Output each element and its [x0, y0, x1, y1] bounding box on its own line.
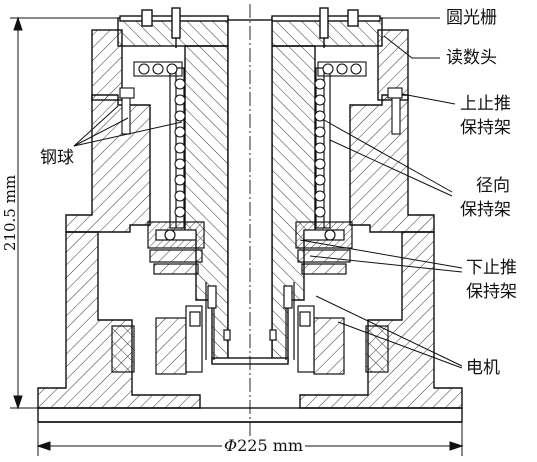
label-upper-thrust-cage-line1: 上止推: [460, 94, 511, 114]
label-read-head: 读数头: [446, 48, 497, 68]
width-dimension-text: Φ225 mm: [222, 436, 306, 456]
height-dimension-text: 210.5 mm: [1, 174, 19, 252]
diameter-symbol: Φ: [224, 436, 238, 455]
label-lower-thrust-cage-line2: 保持架: [466, 282, 517, 302]
diameter-value: 225 mm: [237, 436, 304, 455]
label-steel-ball: 钢球: [40, 148, 74, 168]
upper-thrust-cage: [119, 61, 403, 135]
motor-assembly: [111, 282, 389, 375]
label-radial-cage-line2: 保持架: [460, 200, 511, 220]
label-grating: 圆光栅: [446, 8, 497, 28]
height-dimension: [10, 16, 118, 410]
steel-balls-right: [314, 78, 326, 218]
leader-lines: [73, 17, 463, 369]
label-radial-cage-line1: 径向: [476, 176, 510, 196]
steel-balls-left: [174, 78, 186, 218]
lower-thrust-cage: [147, 221, 353, 275]
label-upper-thrust-cage-line2: 保持架: [460, 118, 511, 138]
label-motor: 电机: [466, 358, 500, 378]
label-lower-thrust-cage-line1: 下止推: [466, 258, 517, 278]
top-ring: [117, 7, 383, 48]
